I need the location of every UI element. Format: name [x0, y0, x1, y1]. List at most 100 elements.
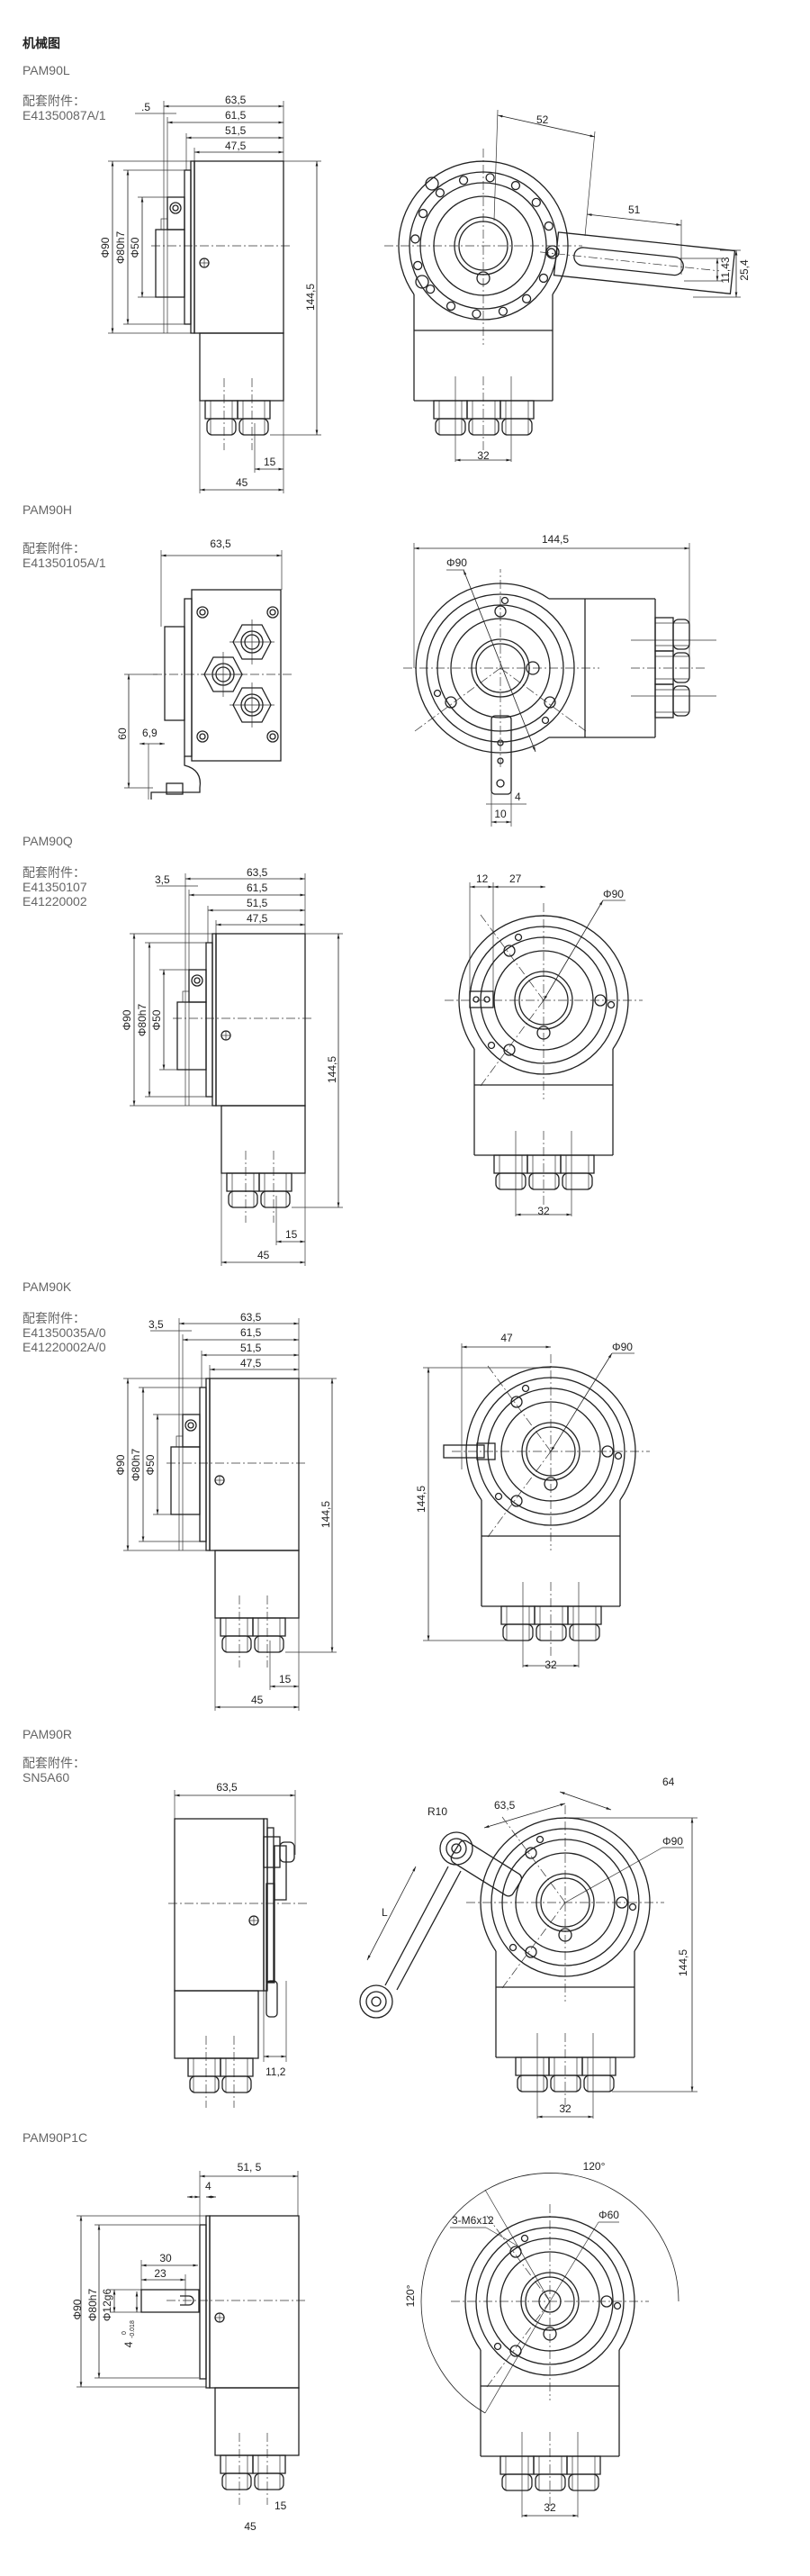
accessory-code: E41350107 — [22, 880, 87, 894]
cable-gland — [220, 2454, 254, 2474]
cable-gland — [526, 1154, 562, 1174]
front-geometry — [384, 149, 582, 462]
dim-25-4: 25,4 — [738, 259, 751, 281]
side-view-pam90l: 63,5 61,5 51,5 47,5 .5 Φ90 Φ80h7 Φ50 144… — [99, 94, 321, 493]
side-view-pam90h: 63,5 60 6,9 — [116, 538, 293, 800]
cable-gland — [548, 2056, 583, 2076]
front-view-pam90l: 52 51 11,43 25,4 32 — [384, 109, 751, 462]
hollow-shaft-bore — [475, 643, 526, 693]
mounting-hole — [544, 221, 554, 231]
keyway — [544, 1477, 558, 1491]
cable-gland — [581, 2056, 616, 2076]
accessories-pam90k: 配套附件： E41350035A/0 E41220002A/0 — [22, 1311, 106, 1354]
model-title-pam90l: PAM90L — [22, 63, 70, 77]
dim-23: 23 — [154, 2267, 166, 2280]
screw-icon — [196, 606, 209, 619]
dim-144-5: 144,5 — [542, 533, 569, 546]
cable-gland — [252, 2454, 286, 2474]
screw-icon — [199, 733, 206, 740]
rod-eye — [451, 1843, 462, 1854]
dim-angle-120-top: 120° — [583, 2160, 606, 2173]
dim-phi80h7: Φ80h7 — [136, 1004, 148, 1037]
accessories-pam90l: 配套附件： E41350087A/1 — [22, 94, 106, 122]
cable-gland — [500, 400, 535, 420]
dim-144-5: 144,5 — [677, 1949, 689, 1976]
accessory-label: 配套附件： — [22, 1756, 86, 1770]
cable-gland — [493, 1154, 528, 1174]
mounting-hole — [538, 273, 549, 284]
dim-phi90: Φ90 — [612, 1341, 633, 1353]
side-view-pam90r: 63,5 11,2 — [166, 1781, 307, 2108]
dim-10: 10 — [494, 808, 507, 820]
cable-gland — [226, 1172, 260, 1192]
mounting-bracket — [150, 756, 202, 800]
keyway — [543, 2327, 557, 2341]
dim-phi90: Φ90 — [99, 237, 112, 258]
dim-51-5: 51,5 — [247, 897, 268, 909]
connector-housing — [220, 1105, 306, 1174]
cable-gland — [237, 400, 271, 420]
mounting-hole — [508, 1943, 518, 1952]
cable-gland — [433, 400, 468, 420]
flange-ring — [419, 182, 547, 310]
rod-eye — [446, 1838, 467, 1859]
cable-gland — [560, 1154, 595, 1174]
mounting-hole — [628, 1903, 637, 1912]
rod-end — [274, 1845, 287, 1901]
flange — [164, 626, 185, 721]
cable-gland — [501, 2473, 533, 2491]
mounting-hole — [531, 197, 541, 208]
hollow-shaft-bore — [514, 971, 573, 1030]
flange-ring — [501, 1839, 629, 1966]
accessory-code: E41350087A/1 — [22, 108, 106, 122]
cable-gland — [536, 1623, 567, 1641]
centerline — [501, 1816, 566, 1903]
keyway — [536, 1026, 551, 1040]
encoder-body — [174, 1818, 265, 1992]
dimension-line — [366, 1866, 417, 1961]
centerline — [500, 667, 587, 732]
dim-gap: .5 — [141, 101, 150, 113]
leader-line — [564, 1847, 663, 1903]
cable-gland — [535, 2473, 566, 2491]
cable-gland — [221, 1635, 252, 1653]
cable-gland — [244, 634, 260, 650]
torque-tab — [490, 715, 512, 795]
flange-outline — [398, 160, 569, 295]
clamp-screw — [191, 974, 203, 987]
screw-icon — [214, 1475, 225, 1486]
dim-3-5: 3,5 — [148, 1318, 164, 1331]
dim-phi50: Φ50 — [129, 237, 141, 258]
centerline — [501, 1902, 566, 1989]
dim-51-5: 51, 5 — [238, 2161, 262, 2174]
hollow-shaft-bore — [458, 221, 508, 271]
side-view-pam90p1c: 51, 5 4 30 23 Φ90 Φ80h7 Φ12g6 4 0 -0.018… — [71, 2161, 308, 2533]
shaft-collar — [155, 229, 185, 298]
dimension-line — [497, 114, 596, 138]
cable-gland — [206, 418, 237, 436]
rod-end — [266, 1980, 278, 2018]
flange-ring — [487, 1387, 615, 1515]
dim-144-5: 144,5 — [415, 1486, 428, 1513]
dim-52: 52 — [536, 113, 549, 126]
cable-gland — [240, 630, 264, 654]
cable-gland-hex — [203, 656, 243, 692]
dim-phi90: Φ90 — [71, 2299, 84, 2319]
cable-gland — [569, 1623, 600, 1641]
screw-icon — [496, 779, 505, 788]
dim-6-9: 6,9 — [142, 727, 158, 739]
clamp-screw — [169, 202, 182, 214]
accessory-code: E41220002A/0 — [22, 1340, 106, 1354]
cable-gland — [221, 2075, 252, 2093]
mounting-hole — [514, 933, 523, 942]
cable-gland — [500, 2455, 535, 2475]
shaft-collar — [176, 1001, 207, 1071]
encoder-body — [215, 933, 306, 1107]
front-view-pam90r: 64 63,5 R10 Φ90 L 144,5 32 — [359, 1776, 698, 2119]
dim-15: 15 — [279, 1673, 292, 1686]
clamp-screw — [172, 204, 179, 212]
accessory-code: SN5A60 — [22, 1770, 70, 1785]
rod-eye — [365, 1991, 387, 2012]
dim-27: 27 — [509, 872, 522, 885]
screw-icon — [214, 2312, 225, 2323]
